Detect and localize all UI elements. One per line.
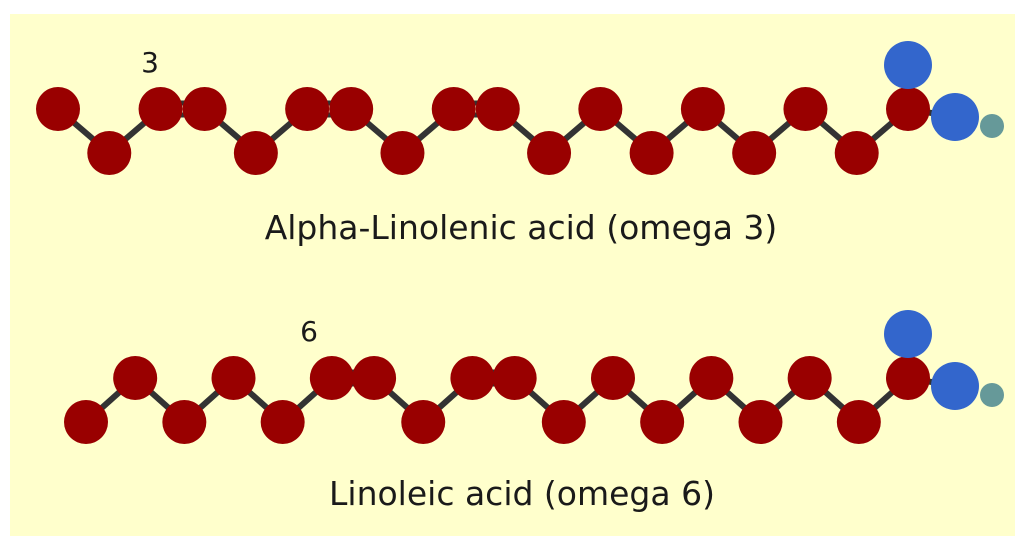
carbon-atom <box>182 87 227 131</box>
carbon-atom <box>834 131 879 175</box>
omega-position-label: 6 <box>300 315 318 348</box>
carbon-atom <box>233 131 278 175</box>
carbon-atom <box>836 400 881 444</box>
carbon-atom <box>113 356 158 400</box>
carbon-atom <box>578 87 623 131</box>
carbon-atom <box>450 356 495 400</box>
carbon-atom <box>285 87 330 131</box>
carbon-atom <box>680 87 725 131</box>
carbon-atom <box>689 356 734 400</box>
molecule-caption: Linoleic acid (omega 6) <box>329 474 715 513</box>
carbon-atom <box>738 400 783 444</box>
carbon-atom <box>787 356 832 400</box>
oxygen-atom <box>931 93 979 141</box>
carbon-atom <box>260 400 305 444</box>
hydrogen-atom <box>980 114 1004 138</box>
carbon-atom <box>886 356 930 400</box>
oxygen-atom <box>884 310 932 358</box>
carbon-atom <box>475 87 520 131</box>
omega-position-label: 3 <box>141 46 159 79</box>
carbon-atom <box>329 87 374 131</box>
carbon-atom <box>629 131 674 175</box>
molecule-linoleic-acid: 6 Linoleic acid (omega 6) <box>64 310 1004 513</box>
carbon-atom <box>527 131 572 175</box>
molecule-caption: Alpha-Linolenic acid (omega 3) <box>265 208 778 247</box>
oxygen-atom <box>884 41 932 89</box>
carbon-atom <box>138 87 183 131</box>
carbon-atom <box>783 87 828 131</box>
carbon-atom <box>431 87 476 131</box>
carbon-atom <box>492 356 537 400</box>
carbon-atom <box>380 131 425 175</box>
hydrogen-atom <box>980 383 1004 407</box>
carbon-atom <box>87 131 132 175</box>
carbon-atom <box>640 400 685 444</box>
carbon-atom <box>36 87 80 131</box>
carbon-atom <box>309 356 354 400</box>
carbon-atom <box>590 356 635 400</box>
molecule-alpha-linolenic-acid: 3 Alpha-Linolenic acid (omega 3) <box>36 41 1004 247</box>
oxygen-atom <box>931 362 979 410</box>
carbon-atom <box>401 400 446 444</box>
carbon-atom <box>162 400 207 444</box>
carbon-atom <box>541 400 586 444</box>
atoms <box>36 41 1004 175</box>
carbon-atom <box>211 356 256 400</box>
carbon-atom <box>352 356 397 400</box>
atoms <box>64 310 1004 444</box>
carbon-atom <box>732 131 777 175</box>
carbon-atom <box>886 87 930 131</box>
carbon-atom <box>64 400 108 444</box>
